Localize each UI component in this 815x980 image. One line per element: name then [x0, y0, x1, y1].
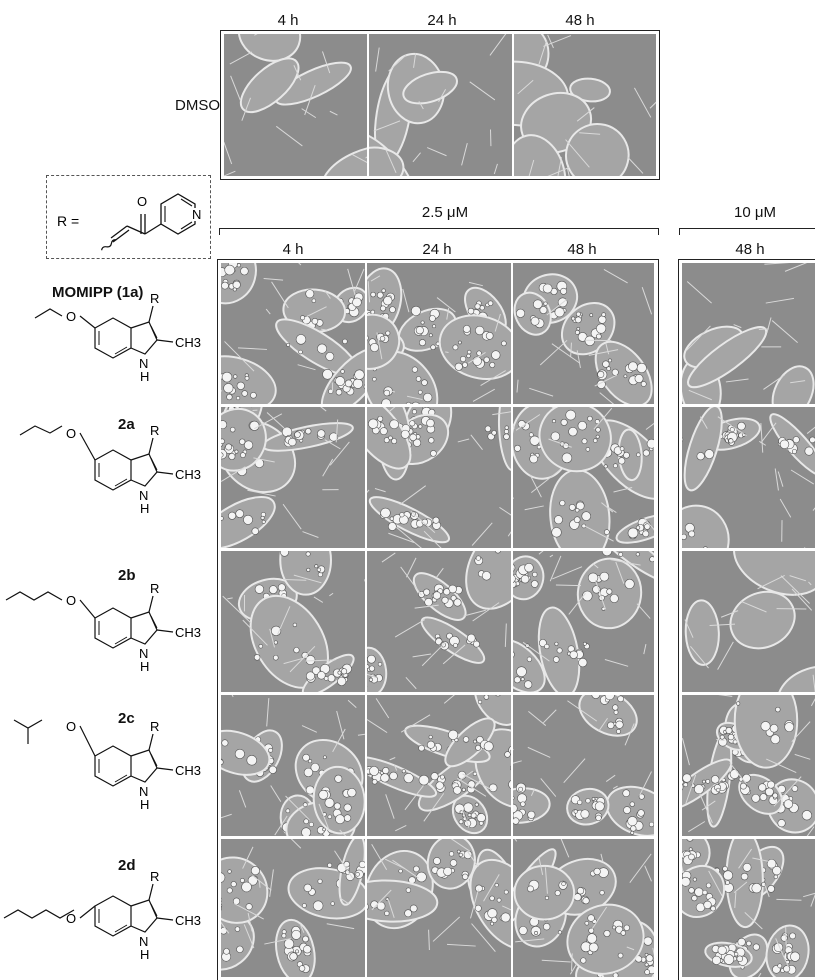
r-group-prefix: R = [57, 213, 79, 229]
concentration-bracket-low [219, 228, 659, 235]
nitrogen-atom-2b: N [139, 646, 148, 661]
main-high-time-label-48h: 48 h [720, 241, 780, 258]
micrograph-momipp-2p5uM-48h [513, 263, 654, 404]
r-group-structure: R = O N [47, 176, 210, 258]
micrograph-dmso-24h [369, 34, 512, 176]
r-group-oxygen: O [137, 194, 147, 209]
micrograph-2d-2p5uM-24h [367, 839, 511, 977]
micrograph-2c-2p5uM-4h [221, 695, 365, 836]
nitrogen-atom-momipp: N [139, 356, 148, 371]
r-group-nitrogen: N [192, 207, 201, 222]
compound-label-momipp: MOMIPP (1a) [52, 284, 143, 301]
methyl-group-momipp: CH3 [175, 335, 201, 350]
r-group-definition-box: R = O N [46, 175, 211, 259]
r-substituent-momipp: R [150, 291, 159, 306]
high-concentration-image-panel [678, 259, 815, 980]
oxygen-atom-2c: O [66, 719, 76, 734]
micrograph-2d-2p5uM-48h [513, 839, 654, 977]
main-time-label-24h: 24 h [407, 241, 467, 258]
dmso-image-panel [220, 30, 660, 180]
low-concentration-image-panel [217, 259, 659, 980]
hydrogen-atom-2a: H [140, 501, 149, 516]
micrograph-2c-2p5uM-24h [367, 695, 511, 836]
concentration-bracket-high [679, 228, 815, 235]
oxygen-atom-2a: O [66, 426, 76, 441]
r-substituent-2a: R [150, 423, 159, 438]
hydrogen-atom-2c: H [140, 797, 149, 812]
oxygen-atom-2b: O [66, 593, 76, 608]
nitrogen-atom-2d: N [139, 934, 148, 949]
methyl-group-2b: CH3 [175, 625, 201, 640]
oxygen-atom-momipp: O [66, 309, 76, 324]
methyl-group-2a: CH3 [175, 467, 201, 482]
micrograph-2d-10uM-48h [682, 839, 815, 977]
oxygen-atom-2d: O [66, 911, 76, 926]
compound-label-2b: 2b [118, 567, 136, 584]
compound-label-2d: 2d [118, 857, 136, 874]
micrograph-2a-2p5uM-24h [367, 407, 511, 548]
micrograph-2b-2p5uM-48h [513, 551, 654, 692]
main-time-label-48h: 48 h [552, 241, 612, 258]
micrograph-2b-10uM-48h [682, 551, 815, 692]
hydrogen-atom-2b: H [140, 659, 149, 674]
dmso-row-label: DMSO [150, 97, 220, 114]
compound-label-2c: 2c [118, 710, 135, 727]
nitrogen-atom-2a: N [139, 488, 148, 503]
micrograph-2b-2p5uM-4h [221, 551, 365, 692]
methyl-group-2c: CH3 [175, 763, 201, 778]
dmso-time-label-24h: 24 h [412, 12, 472, 29]
concentration-label-high: 10 μM [720, 204, 790, 221]
micrograph-momipp-2p5uM-4h [221, 263, 365, 404]
micrograph-dmso-48h [514, 34, 656, 176]
main-time-label-4h: 4 h [263, 241, 323, 258]
micrograph-momipp-2p5uM-24h [367, 263, 511, 404]
methyl-group-2d: CH3 [175, 913, 201, 928]
concentration-label-low: 2.5 μM [405, 204, 485, 221]
micrograph-2a-2p5uM-4h [221, 407, 365, 548]
hydrogen-atom-momipp: H [140, 369, 149, 384]
micrograph-2c-10uM-48h [682, 695, 815, 836]
r-substituent-2c: R [150, 719, 159, 734]
micrograph-2a-2p5uM-48h [513, 407, 654, 548]
micrograph-2c-2p5uM-48h [513, 695, 654, 836]
compound-label-2a: 2a [118, 416, 135, 433]
micrograph-dmso-4h [224, 34, 367, 176]
micrograph-2a-10uM-48h [682, 407, 815, 548]
dmso-time-label-4h: 4 h [258, 12, 318, 29]
micrograph-2d-2p5uM-4h [221, 839, 365, 977]
r-substituent-2d: R [150, 869, 159, 884]
dmso-time-label-48h: 48 h [550, 12, 610, 29]
r-substituent-2b: R [150, 581, 159, 596]
nitrogen-atom-2c: N [139, 784, 148, 799]
hydrogen-atom-2d: H [140, 947, 149, 962]
micrograph-2b-2p5uM-24h [367, 551, 511, 692]
micrograph-momipp-10uM-48h [682, 263, 815, 404]
